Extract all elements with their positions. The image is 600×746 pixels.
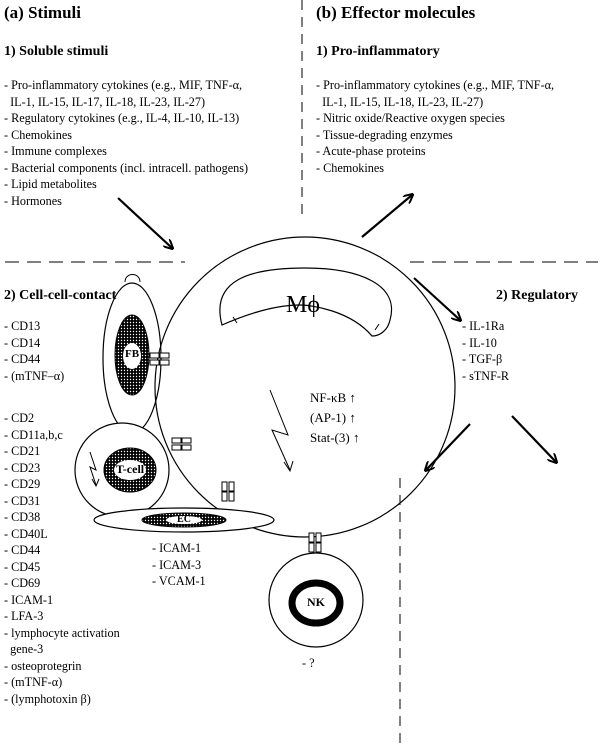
list-item: - CD31 xyxy=(4,493,41,508)
list-item: - CD69 xyxy=(4,576,41,590)
receptor-tcell-macrophage xyxy=(171,437,192,451)
list-item: - LFA-3 xyxy=(4,609,44,623)
list-item: - Pro-inflammatory cytokines (e.g., MIF,… xyxy=(316,78,555,92)
list-item: - Chemokines xyxy=(4,127,73,142)
signal-zigzag-arrow xyxy=(269,389,291,471)
list-item: - (mTNF–α) xyxy=(4,368,65,383)
pro-inflammatory-title: 1) Pro-inflammatory xyxy=(316,44,440,59)
nk-markers-list: - ? xyxy=(302,655,315,672)
receptor-ec-macrophage xyxy=(221,481,235,502)
list-item: IL-1, IL-15, IL-18, IL-23, IL-27) xyxy=(316,94,484,109)
macrophage-nucleus xyxy=(219,267,393,337)
list-item: - CD44 xyxy=(4,543,41,557)
arrow-regulatory-out-right xyxy=(511,415,556,462)
t-cell-signal-arrow xyxy=(89,451,97,486)
arrow-macrophage-to-regulatory xyxy=(413,277,460,320)
list-item: - Bacterial components (incl. intracell.… xyxy=(4,160,248,175)
list-item: - VCAM-1 xyxy=(152,574,206,588)
fb-label: FB xyxy=(124,348,140,360)
nk-label: NK xyxy=(307,595,325,609)
pro-inflammatory-list: - Pro-inflammatory cytokines (e.g., MIF,… xyxy=(316,77,554,176)
list-item: - CD13 xyxy=(4,319,41,333)
nk-nucleus xyxy=(288,579,344,627)
list-item: - Acute-phase proteins xyxy=(316,144,426,158)
list-item: - CD40L xyxy=(4,526,48,541)
list-item: - Lipid metabolites xyxy=(4,177,97,191)
list-item: - CD38 xyxy=(4,510,41,524)
list-item: - lymphocyte activation xyxy=(4,625,120,640)
list-item: - (mTNF-α) xyxy=(4,675,63,689)
list-item: - osteoprotegrin xyxy=(4,658,82,673)
macrophage-label: Mϕ xyxy=(286,292,320,318)
ec-label: EC xyxy=(177,514,191,525)
list-item: - CD45 xyxy=(4,559,41,574)
receptor-nk-macrophage xyxy=(308,532,322,553)
list-item: - TGF-β xyxy=(462,352,503,366)
list-item: gene-3 xyxy=(4,642,44,656)
regulatory-title: 2) Regulatory xyxy=(496,288,579,303)
transcription-ap1: (AP-1) ↑ xyxy=(310,410,356,425)
macrophage-cell xyxy=(154,236,456,538)
arrow-macrophage-to-proinflammatory xyxy=(361,195,412,238)
cell-contact-title: 2) Cell-cell-contact xyxy=(4,288,117,303)
list-item: - (lymphotoxin β) xyxy=(4,691,91,706)
list-item: - ICAM-3 xyxy=(152,557,202,572)
transcription-stat3: Stat-(3) ↑ xyxy=(310,430,360,445)
regulatory-list: - IL-1Ra - IL-10 - TGF-β - sTNF-R xyxy=(462,318,509,384)
receptor-fb-macrophage xyxy=(149,352,170,366)
stimuli-heading: (a) Stimuli xyxy=(4,3,81,22)
list-item: - CD23 xyxy=(4,460,41,475)
list-item: IL-1, IL-15, IL-17, IL-18, IL-23, IL-27) xyxy=(4,94,206,109)
list-item: - Chemokines xyxy=(316,160,385,175)
soluble-stimuli-list: - Pro-inflammatory cytokines (e.g., MIF,… xyxy=(4,77,248,209)
tcell-label: T-cell xyxy=(115,462,145,476)
list-item: - sTNF-R xyxy=(462,368,510,383)
list-item: - CD44 xyxy=(4,352,41,366)
list-item: - CD14 xyxy=(4,335,41,350)
list-item: - Pro-inflammatory cytokines (e.g., MIF,… xyxy=(4,78,243,92)
soluble-stimuli-title: 1) Soluble stimuli xyxy=(4,44,109,59)
list-item: - CD2 xyxy=(4,411,35,425)
list-item: - CD21 xyxy=(4,444,41,458)
list-item: - IL-10 xyxy=(462,335,497,350)
list-item: - Hormones xyxy=(4,193,62,208)
list-item: - Nitric oxide/Reactive oxygen species xyxy=(316,111,505,125)
tcell-markers-list: - CD2 - CD11a,b,c - CD21 - CD23 - CD29 -… xyxy=(4,410,120,707)
list-item: - CD11a,b,c xyxy=(4,427,63,442)
list-item: - ICAM-1 xyxy=(152,541,202,555)
ec-markers-list: - ICAM-1 - ICAM-3 - VCAM-1 xyxy=(152,540,206,590)
arrow-regulatory-out-left xyxy=(426,423,471,470)
list-item: - ICAM-1 xyxy=(4,592,54,607)
list-item: - Regulatory cytokines (e.g., IL-4, IL-1… xyxy=(4,111,240,125)
list-item: - Immune complexes xyxy=(4,144,107,158)
effectors-heading: (b) Effector molecules xyxy=(316,3,476,22)
fb-markers-list: - CD13 - CD14 - CD44 - (mTNF–α) xyxy=(4,318,64,384)
list-item: - CD29 xyxy=(4,477,41,491)
arrow-soluble-to-macrophage xyxy=(117,197,172,248)
list-item: - ? xyxy=(302,656,315,670)
list-item: - IL-1Ra xyxy=(462,319,505,333)
list-item: - Tissue-degrading enzymes xyxy=(316,127,453,142)
transcription-nfkb: NF-κB ↑ xyxy=(310,390,356,405)
